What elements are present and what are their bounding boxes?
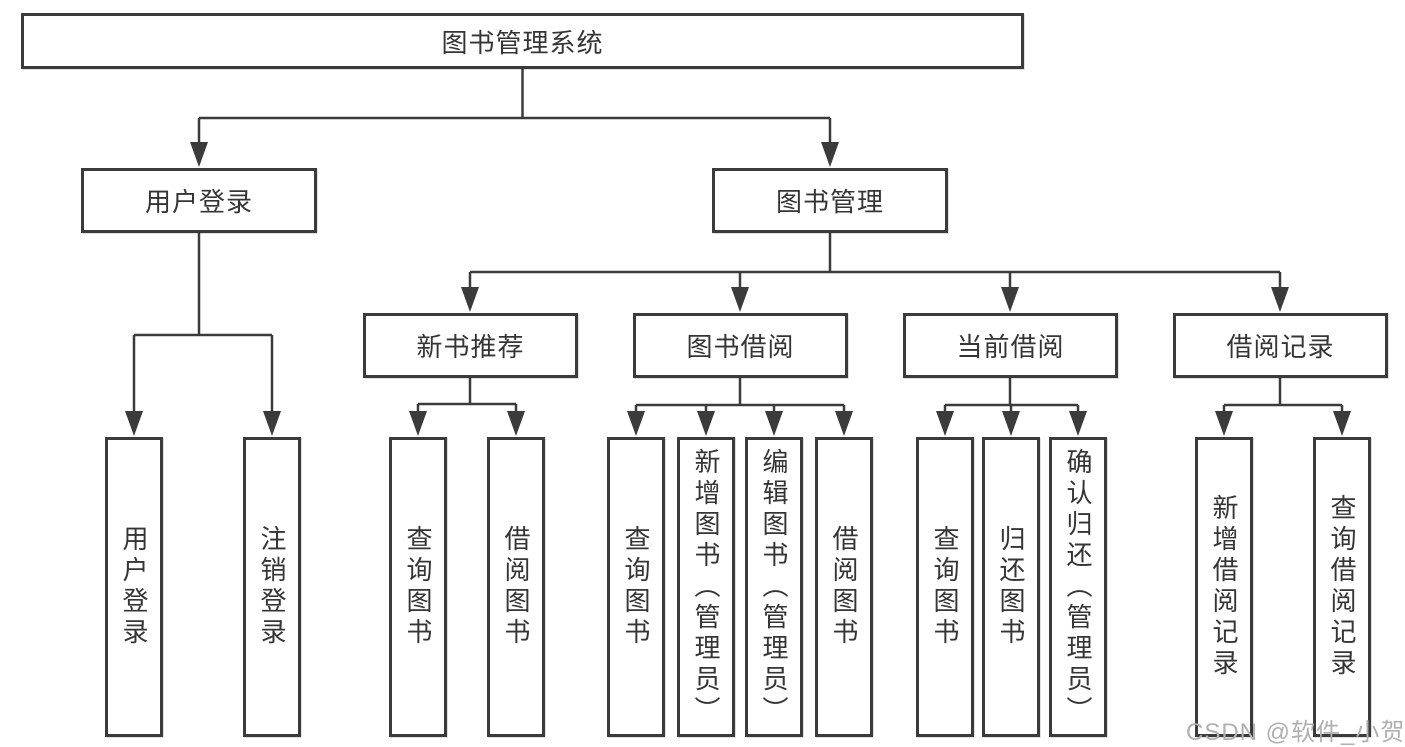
node-confirm-return-admin: 确认归还（管理员） (1049, 437, 1107, 737)
node-label: 查询借阅记录 (1327, 494, 1357, 680)
arrowhead-icons (125, 142, 1351, 436)
node-label: 查询图书 (621, 525, 651, 649)
node-book-borrowing: 图书借阅 (633, 313, 848, 378)
node-label: 用户登录 (144, 187, 253, 217)
csdn-watermark: CSDN @软件_小贺同学 (1186, 719, 1405, 746)
node-label: 新增图书（管理员） (691, 447, 721, 727)
node-query-books: 查询图书 (607, 437, 665, 737)
node-borrowing-records: 借阅记录 (1173, 313, 1388, 378)
node-label: 借阅图书 (829, 525, 859, 649)
node-label: 当前借阅 (956, 332, 1065, 362)
node-label: 新书推荐 (416, 332, 525, 362)
node-new-book-recommend: 新书推荐 (363, 313, 578, 378)
node-label: 归还图书 (996, 525, 1026, 649)
node-label: 查询图书 (930, 525, 960, 649)
node-label: 用户登录 (119, 525, 149, 649)
node-add-books-admin: 新增图书（管理员） (677, 437, 735, 737)
node-label: 注销登录 (257, 525, 287, 649)
node-label: 查询图书 (403, 525, 433, 649)
node-return-books: 归还图书 (982, 437, 1040, 737)
node-label: 确认归还（管理员） (1063, 447, 1093, 727)
node-label: 借阅记录 (1226, 332, 1335, 362)
node-label: 图书管理系统 (441, 27, 604, 58)
node-label: 借阅图书 (501, 525, 531, 649)
node-edit-books-admin: 编辑图书（管理员） (745, 437, 803, 737)
node-current-borrowing: 当前借阅 (903, 313, 1118, 378)
node-label: 图书管理 (775, 187, 884, 217)
node-label: 编辑图书（管理员） (759, 447, 789, 727)
node-add-borrow-record: 新增借阅记录 (1195, 437, 1253, 737)
node-query-books: 查询图书 (389, 437, 447, 737)
node-logout-action: 注销登录 (243, 437, 301, 737)
node-book-management: 图书管理 (712, 168, 948, 233)
node-label: 新增借阅记录 (1209, 494, 1239, 680)
node-login-action: 用户登录 (105, 437, 163, 737)
node-borrow-books: 借阅图书 (815, 437, 873, 737)
node-label: 图书借阅 (686, 332, 795, 362)
node-user-login: 用户登录 (81, 168, 317, 233)
node-borrow-books: 借阅图书 (487, 437, 545, 737)
node-library-system: 图书管理系统 (21, 13, 1024, 69)
node-query-borrow-record: 查询借阅记录 (1313, 437, 1371, 737)
node-query-books: 查询图书 (916, 437, 974, 737)
